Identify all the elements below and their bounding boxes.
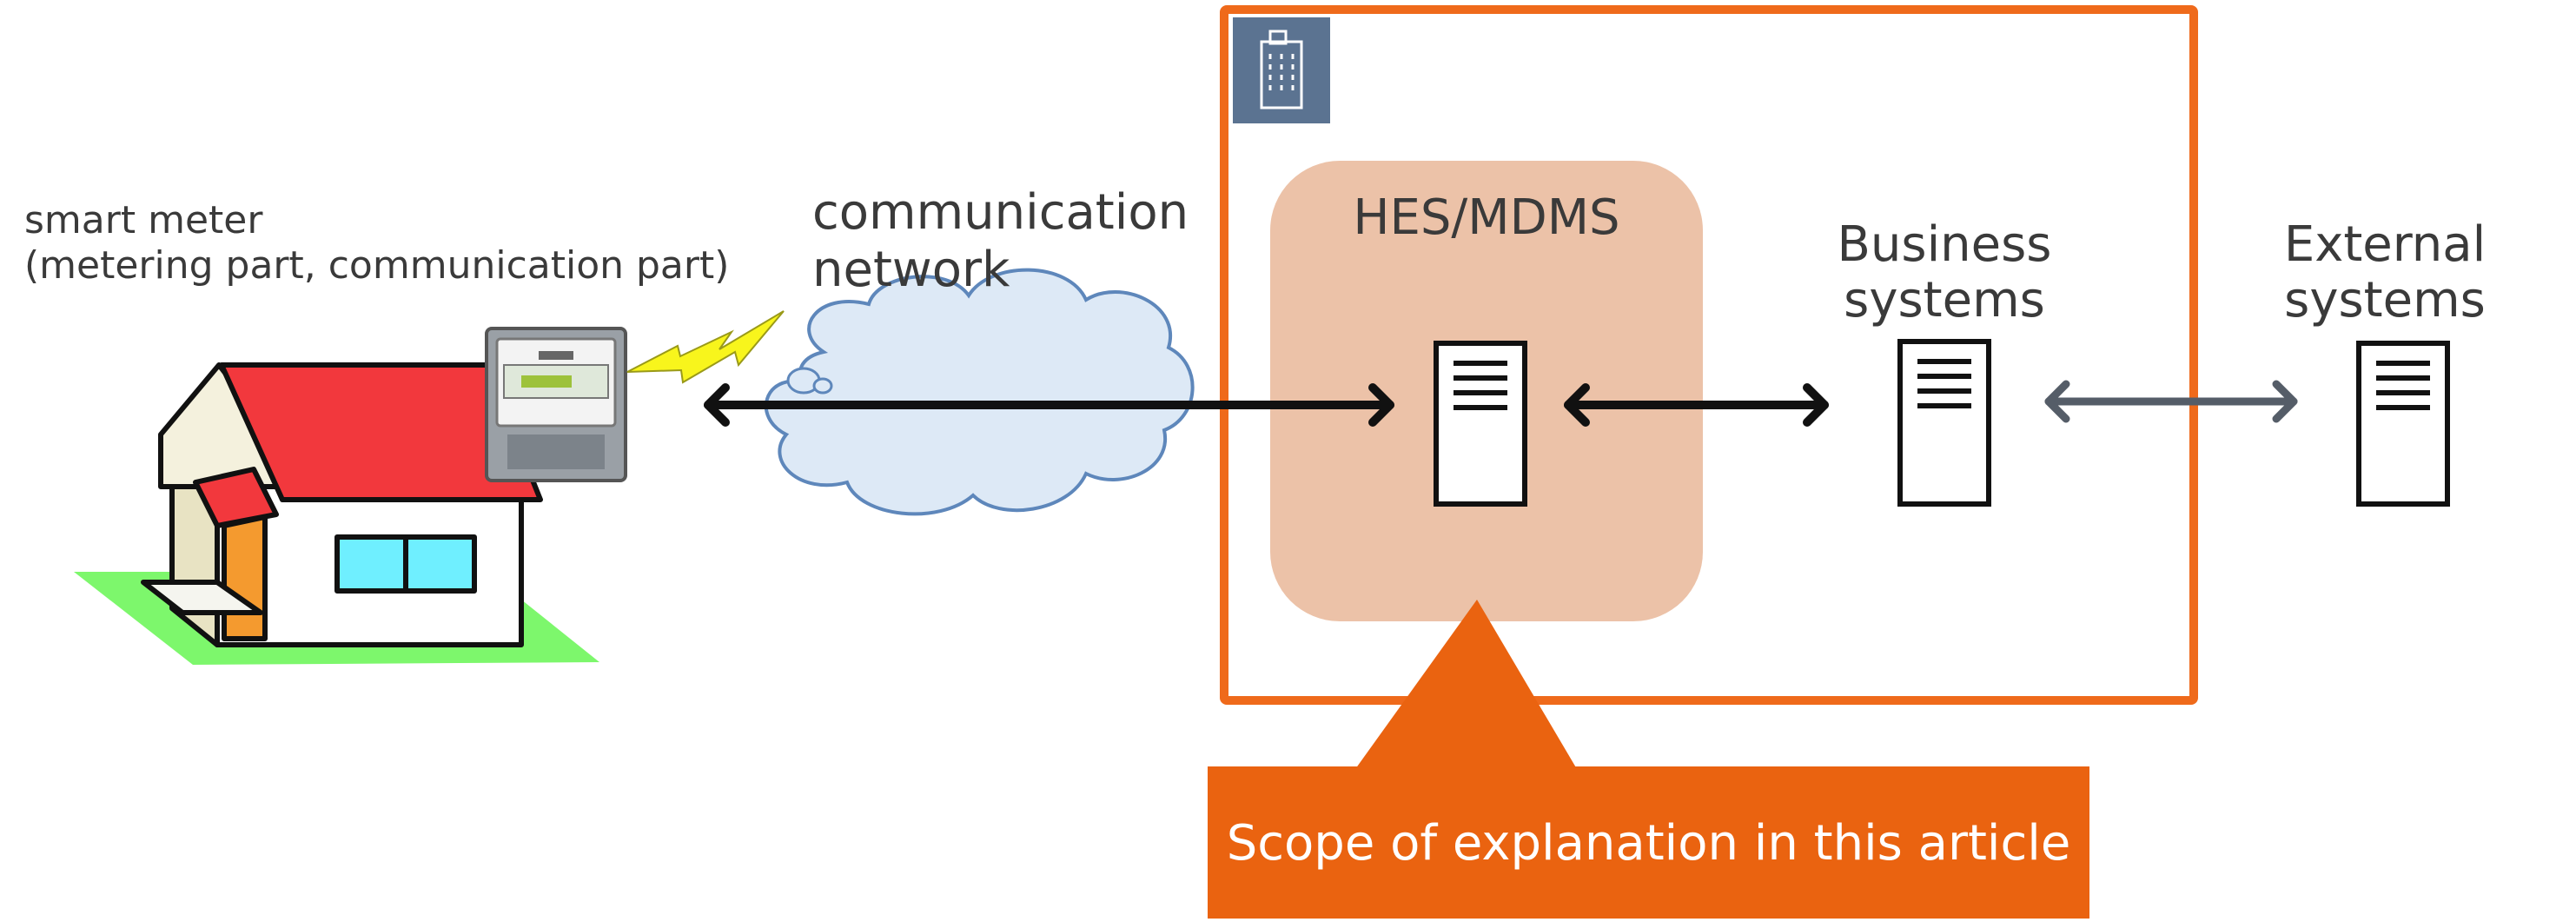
smart-meter-label-line2: (metering part, communication part) xyxy=(24,242,730,288)
hes-mdms-label: HES/MDMS xyxy=(1270,189,1703,247)
arrow-meter-to-hes xyxy=(704,383,1394,427)
server-icon-business xyxy=(1897,339,1991,507)
network-label: communication network xyxy=(812,184,1189,299)
business-systems-label: Business systems xyxy=(1771,216,2118,329)
network-label-line2: network xyxy=(812,242,1010,299)
business-systems-label-line1: Business xyxy=(1837,216,2052,273)
server-icon-external xyxy=(2356,341,2450,507)
network-label-line1: communication xyxy=(812,184,1189,241)
smart-meter-icon xyxy=(485,327,627,482)
lightning-bolt-icon xyxy=(626,310,785,384)
scope-border xyxy=(1220,5,2198,705)
smart-meter-label: smart meter (metering part, communicatio… xyxy=(24,198,729,289)
external-systems-label-line2: systems xyxy=(2284,272,2486,329)
house-icon xyxy=(141,362,543,647)
hes-mdms-label-text: HES/MDMS xyxy=(1353,189,1620,246)
arrow-hes-to-business xyxy=(1564,383,1829,427)
cloud-icon xyxy=(764,268,1195,516)
arrow-business-to-external xyxy=(2044,380,2298,423)
scope-callout-pointer xyxy=(1355,600,1577,769)
scope-callout-box xyxy=(1208,766,2089,919)
external-systems-label-line1: External xyxy=(2283,216,2487,273)
smart-meter-label-line1: smart meter xyxy=(24,198,263,242)
scope-callout-label: Scope of explanation in this article xyxy=(1226,814,2071,872)
building-icon xyxy=(1233,17,1330,123)
external-systems-label: External systems xyxy=(2220,216,2550,329)
server-icon-hes xyxy=(1434,341,1527,507)
business-systems-label-line2: systems xyxy=(1844,272,2045,329)
